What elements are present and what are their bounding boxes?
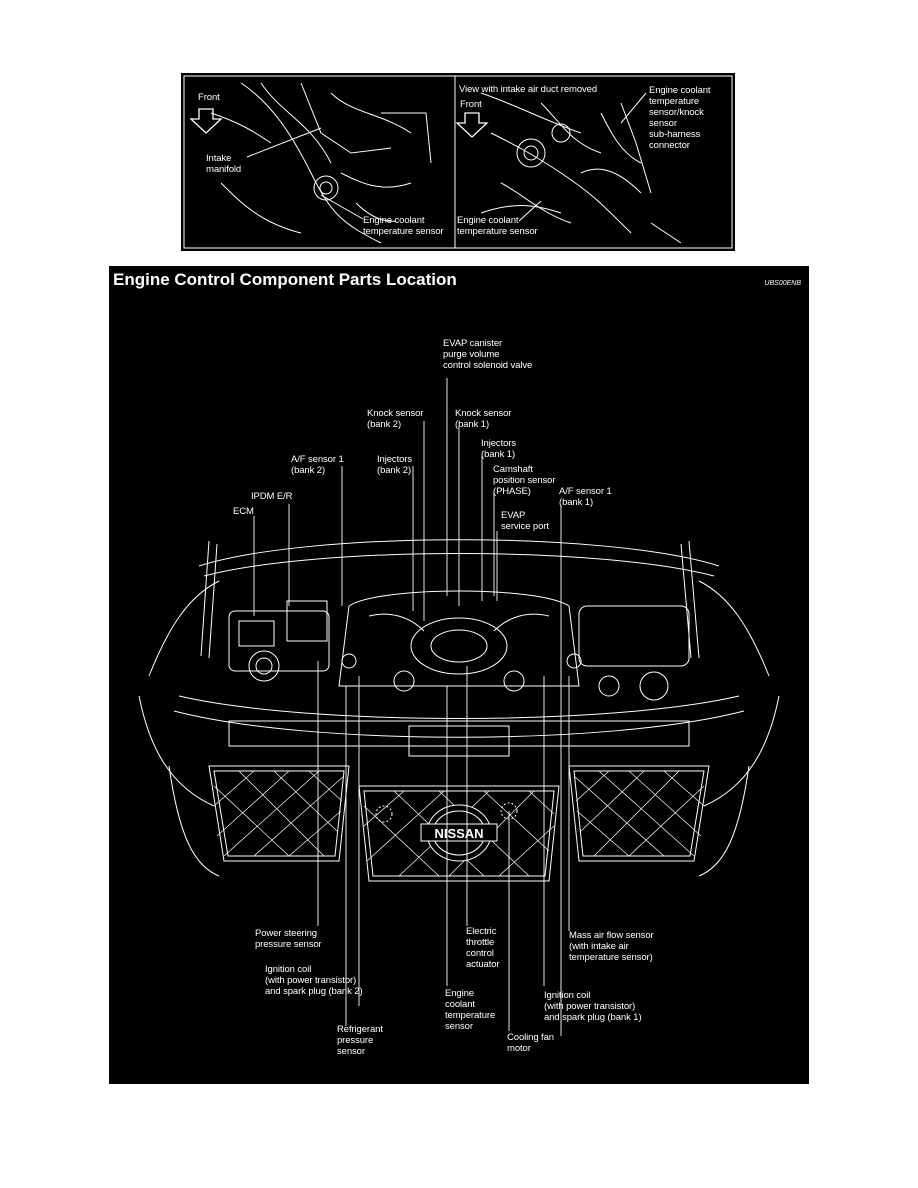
injectors-bank2-label: Injectors (bank 2) (377, 454, 412, 476)
engine-bay-drawing: NISSAN (109, 266, 809, 1084)
nissan-logo: NISSAN (434, 826, 483, 841)
evap-canister-label: EVAP canister purge volume control solen… (443, 338, 532, 371)
af-sensor-bank2-label: A/F sensor 1 (bank 2) (291, 454, 344, 476)
af-sensor-bank1-label: A/F sensor 1 (bank 1) (559, 486, 612, 508)
knock-sensor-bank2-label: Knock sensor (bank 2) (367, 408, 423, 430)
view-caption: View with intake air duct removed (459, 84, 597, 95)
detail-illustration-panel: Front Intake manifold Engine coolant tem… (181, 73, 735, 251)
injectors-bank1-label: Injectors (bank 1) (481, 438, 516, 460)
refrigerant-sensor-label: Refrigerant pressure sensor (337, 1024, 383, 1057)
engine-coolant-label: Engine coolant temperature sensor (445, 988, 495, 1032)
front-label-right: Front (460, 99, 482, 110)
evap-port-label: EVAP service port (501, 510, 549, 532)
sensor-connector-label: Engine coolant temperature sensor/knock … (649, 85, 710, 151)
electric-throttle-label: Electric throttle control actuator (466, 926, 500, 970)
cooling-fan-label: Cooling fan motor (507, 1032, 554, 1054)
intake-manifold-label: Intake manifold (206, 153, 241, 175)
ecm-label: ECM (233, 506, 254, 517)
power-steering-label: Power steering pressure sensor (255, 928, 322, 950)
knock-sensor-bank1-label: Knock sensor (bank 1) (455, 408, 511, 430)
component-location-panel: Engine Control Component Parts Location … (109, 266, 809, 1084)
camshaft-sensor-label: Camshaft position sensor (PHASE) (493, 464, 555, 497)
maf-sensor-label: Mass air flow sensor (with intake air te… (569, 930, 654, 963)
ignition-bank2-label: Ignition coil (with power transistor) an… (265, 964, 363, 997)
front-label-left: Front (198, 92, 220, 103)
ipdm-label: IPDM E/R (251, 491, 292, 502)
coolant-sensor-label-left: Engine coolant temperature sensor (363, 215, 444, 237)
coolant-sensor-label-right: Engine coolant temperature sensor (457, 215, 538, 237)
ignition-bank1-label: Ignition coil (with power transistor) an… (544, 990, 642, 1023)
